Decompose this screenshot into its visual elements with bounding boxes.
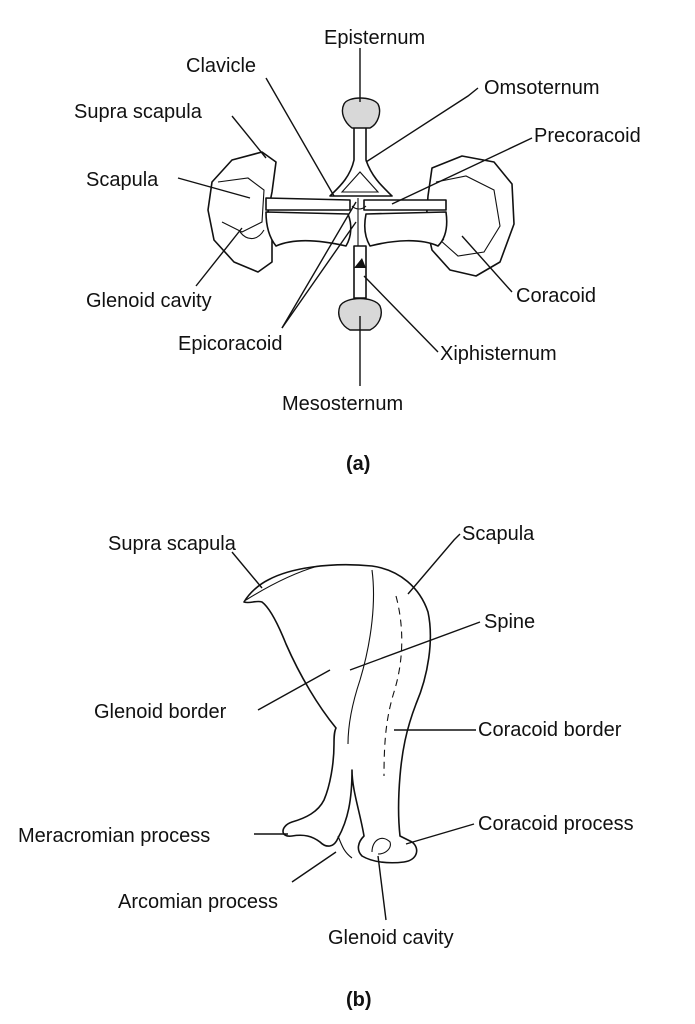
leader-xiphisternum [363,275,439,353]
xiphisternum-cartilage-mark [354,258,366,268]
label-xiphisternum: Xiphisternum [440,343,557,365]
leader-arcomian-process [291,851,337,883]
acromian-process-curve [337,835,353,859]
glenoid-cavity-notch [371,837,391,855]
panel-b-labels: Supra scapula Scapula Spine Glenoid bord… [18,523,634,1011]
leader-glenoid-cavity-b [377,855,387,921]
panel-a-drawing [207,97,515,331]
omosternum-inner-triangle [340,171,380,193]
label-scapula-b: Scapula [462,523,535,545]
leader-omsoternum [365,87,479,163]
label-glenoid-cavity-b: Glenoid cavity [328,927,454,949]
label-meracromian-process: Meracromian process [18,825,210,847]
label-glenoid-border: Glenoid border [94,701,227,723]
label-supra-scapula-b: Supra scapula [108,533,237,555]
label-supra-scapula-a: Supra scapula [74,101,203,123]
leader-spine [349,621,481,671]
right-coracoid-shape [364,211,448,247]
leader-supra-scapula-a [231,115,267,159]
left-clavicle-rod [265,197,351,211]
caption-b: (b) [346,989,372,1011]
label-epicoracoid: Epicoracoid [178,333,283,355]
caption-a: (a) [346,453,370,475]
label-omsoternum: Omsoternum [484,77,600,99]
coracoid-border-dashed [383,595,403,777]
panel-b-drawing [243,563,432,864]
leader-epicoracoid-2 [281,221,357,329]
label-coracoid: Coracoid [516,285,596,307]
leader-epicoracoid-1 [281,201,357,329]
label-glenoid-cavity-a: Glenoid cavity [86,290,212,312]
supra-scapula-edge [245,565,319,601]
mesosternum-disc [338,297,382,331]
leader-scapula-b [407,533,461,595]
label-mesosternum: Mesosternum [282,393,403,415]
leader-supra-scapula-b [231,551,263,589]
scapula-outline [243,563,432,864]
label-clavicle: Clavicle [186,55,256,77]
label-coracoid-process: Coracoid process [478,813,634,835]
left-scapula-inner-line [217,177,265,233]
xiphisternum-shape [353,245,367,299]
leader-scapula-a [177,177,251,199]
leader-coracoid [461,235,513,293]
label-episternum: Episternum [324,27,425,49]
panel-b-leaders [231,533,481,921]
leader-precoracoid [391,137,533,205]
spine-outline [347,569,375,745]
left-supra-scapula-shape [207,151,277,273]
label-coracoid-border: Coracoid border [478,719,622,741]
leader-coracoid-process [405,823,475,845]
label-scapula-a: Scapula [86,169,159,191]
label-arcomian-process: Arcomian process [118,891,278,913]
panel-a-labels: Episternum Clavicle Omsoternum Supra sca… [74,27,641,475]
right-scapula-inner-line [435,175,501,257]
label-precoracoid: Precoracoid [534,125,641,147]
leader-clavicle [265,77,335,197]
leader-glenoid-cavity-a [195,227,243,287]
left-glenoid-rim [239,229,265,240]
left-coracoid-shape [265,211,352,247]
leader-glenoid-border [257,669,331,711]
panel-a-leaders [177,48,533,386]
label-spine: Spine [484,611,535,633]
omosternum-shape [329,123,393,197]
episternum-disc [341,97,381,129]
right-clavicle-rod [363,199,447,211]
